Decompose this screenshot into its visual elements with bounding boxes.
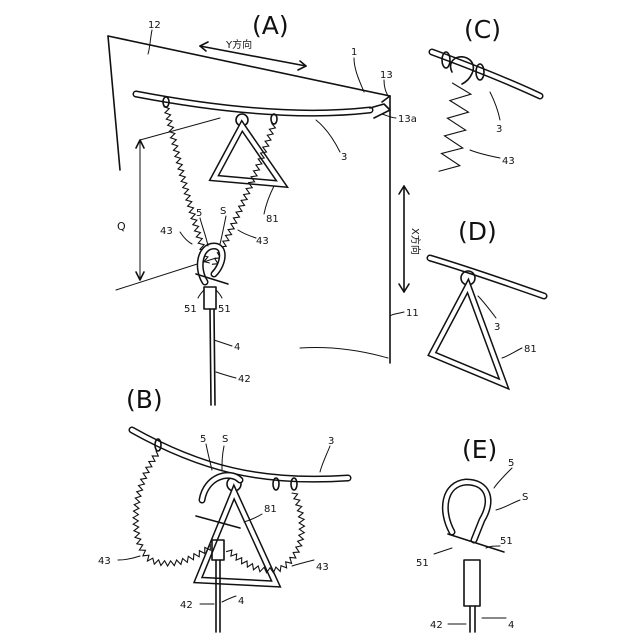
label-5b: 5 — [200, 434, 206, 445]
spring-coil-coilC — [439, 83, 471, 171]
panel-a-drawing — [108, 30, 409, 405]
label-42b: 42 — [180, 600, 193, 611]
label-4e: 4 — [508, 620, 514, 631]
label-42e: 42 — [430, 620, 443, 631]
label-3b: 3 — [328, 436, 334, 447]
panel-c-drawing — [432, 52, 540, 171]
label-42a: 42 — [238, 374, 251, 385]
label-3d: 3 — [494, 322, 500, 333]
spring-coil-coilB1 — [133, 451, 210, 567]
label-3c: 3 — [496, 124, 502, 135]
panel-label-c: (C) — [464, 15, 501, 44]
label-5a: 5 — [196, 208, 202, 219]
label-5e: 5 — [508, 458, 514, 469]
label-51e-right: 51 — [500, 536, 513, 547]
label-q: Q — [117, 220, 126, 233]
panel-label-d: (D) — [458, 217, 497, 246]
label-4a: 4 — [234, 342, 240, 353]
label-43a-right: 43 — [256, 236, 269, 247]
label-43b-left: 43 — [98, 556, 111, 567]
label-y-direction: Y方向 — [225, 38, 252, 51]
panel-b-drawing — [118, 430, 348, 632]
label-12: 12 — [148, 20, 161, 31]
label-s-b: S — [222, 434, 228, 445]
label-81d: 81 — [524, 344, 537, 355]
label-4b: 4 — [238, 596, 244, 607]
label-51a-left: 51 — [184, 304, 197, 315]
panel-label-e: (E) — [462, 435, 497, 464]
label-x-direction: X方向 — [409, 228, 422, 255]
label-43a-left: 43 — [160, 226, 173, 237]
panel-label-a: (A) — [252, 11, 289, 40]
label-13a: 13a — [398, 114, 417, 125]
label-11: 11 — [406, 308, 419, 319]
label-13: 13 — [380, 70, 393, 81]
label-51e-left: 51 — [416, 558, 429, 569]
label-s-a: S — [220, 206, 226, 217]
label-81a: 81 — [266, 214, 279, 225]
panel-label-b: (B) — [126, 385, 163, 414]
panel-e-drawing — [434, 468, 520, 632]
label-43b-right: 43 — [316, 562, 329, 573]
label-43c: 43 — [502, 156, 515, 167]
label-1: 1 — [351, 47, 357, 58]
label-81b: 81 — [264, 504, 277, 515]
label-3a: 3 — [341, 152, 347, 163]
panel-d-drawing — [430, 258, 544, 384]
label-51a-right: 51 — [218, 304, 231, 315]
label-s-e: S — [522, 492, 528, 503]
